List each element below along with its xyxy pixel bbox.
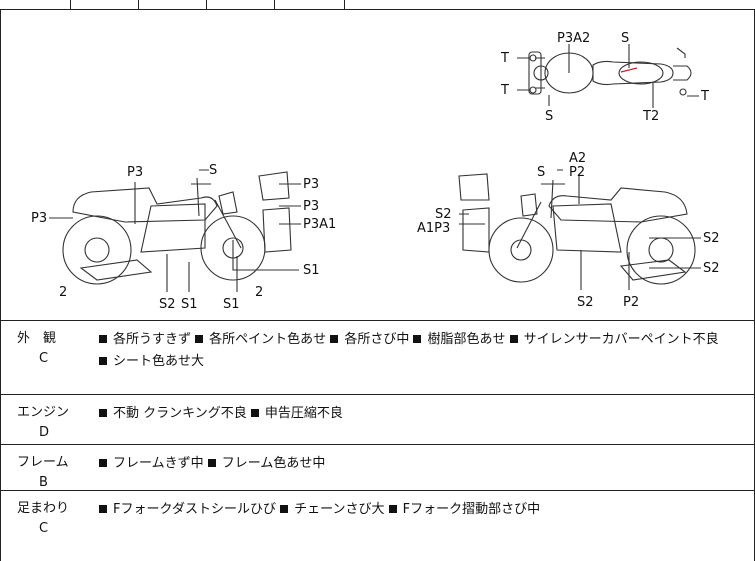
left-label-p3-mid: P3 — [127, 165, 143, 180]
top-label-t2: T2 — [642, 109, 659, 124]
left-label-s1-a: S1 — [181, 297, 198, 312]
condition-items: 各所うすきず 各所ペイント色あせ 各所さび中 樹脂部色あせ サイレンサーカバーペ… — [99, 329, 749, 373]
motorcycle-top-view — [517, 44, 699, 108]
bullet-square-icon — [250, 409, 259, 417]
left-label-s1-right: S1 — [303, 263, 320, 278]
right-label-a1p3: A1P3 — [417, 221, 450, 236]
condition-item: サイレンサーカバーペイント不良 — [523, 332, 719, 347]
top-label-s: S — [621, 31, 629, 46]
condition-item: 各所ペイント色あせ — [209, 332, 327, 347]
bullet-square-icon — [330, 335, 339, 343]
right-label-p2-top: P2 — [569, 165, 585, 180]
motorcycle-diagram-svg: P3A2 S T T S T2 T P3 S P3 P3 P3 P3A1 S1 … — [31, 31, 720, 312]
bullet-square-icon — [99, 335, 107, 343]
category-label: 足まわり — [17, 501, 70, 516]
bullet-square-icon — [280, 505, 289, 513]
bullet-square-icon — [195, 335, 204, 343]
condition-item: 不動 クランキング不良 — [113, 406, 247, 421]
condition-item: 樹脂部色あせ — [427, 332, 506, 347]
right-label-s2-lower: S2 — [703, 261, 720, 276]
bullet-square-icon — [388, 505, 397, 513]
category-cell: フレーム B — [17, 453, 87, 493]
condition-item: 申告圧縮不良 — [264, 406, 343, 421]
bullet-square-icon — [99, 505, 107, 513]
previous-table-edge — [0, 0, 755, 10]
top-label-p3a2: P3A2 — [557, 31, 590, 46]
condition-items: フレームきず中 フレーム色あせ中 — [99, 453, 749, 475]
left-label-p3-left: P3 — [31, 211, 47, 226]
category-grade: C — [39, 521, 49, 536]
left-label-2-left: 2 — [59, 285, 67, 300]
row-exterior: 外 観 C 各所うすきず 各所ペイント色あせ 各所さび中 樹脂部色あせ サイレン… — [0, 321, 755, 395]
category-grade: C — [39, 351, 49, 366]
row-engine: エンジン D 不動 クランキング不良 申告圧縮不良 — [0, 395, 755, 445]
row-suspension: 足まわり C Fフォークダストシールひび チェーンさび大 Fフォーク摺動部さび中 — [0, 491, 755, 561]
condition-item: フレームきず中 — [113, 456, 204, 471]
motorcycle-right-side-view — [458, 173, 696, 285]
category-label: フレーム — [17, 455, 69, 470]
category-label: 外 観 — [17, 331, 57, 346]
bullet-square-icon — [413, 335, 422, 343]
damage-diagram: P3A2 S T T S T2 T P3 S P3 P3 P3 P3A1 S1 … — [0, 10, 755, 321]
condition-item: 各所うすきず — [113, 332, 192, 347]
condition-item: Fフォーク摺動部さび中 — [402, 502, 541, 517]
bullet-square-icon — [99, 459, 107, 467]
condition-items: 不動 クランキング不良 申告圧縮不良 — [99, 403, 749, 425]
right-label-s: S — [537, 165, 545, 180]
category-cell: エンジン D — [17, 403, 87, 443]
right-label-p2-bottom: P2 — [623, 295, 639, 310]
right-label-s2-bottom: S2 — [577, 295, 594, 310]
condition-item: Fフォークダストシールひび — [113, 502, 276, 517]
condition-item: フレーム色あせ中 — [221, 456, 326, 471]
top-label-t-lower: T — [500, 83, 509, 98]
category-grade: D — [39, 425, 50, 440]
bullet-square-icon — [509, 335, 518, 343]
category-cell: 外 観 C — [17, 329, 87, 369]
bullet-square-icon — [99, 409, 107, 417]
diagram-labels: P3A2 S T T S T2 T P3 S P3 P3 P3 P3A1 S1 … — [31, 31, 720, 312]
top-label-s-bottom: S — [545, 109, 553, 124]
right-label-s2-left: S2 — [435, 207, 452, 222]
left-label-2-right: 2 — [255, 285, 263, 300]
left-label-p3-top: P3 — [303, 177, 319, 192]
right-label-a2: A2 — [569, 151, 586, 166]
category-cell: 足まわり C — [17, 499, 87, 539]
right-label-s2-upper: S2 — [703, 231, 720, 246]
left-label-p3a1: P3A1 — [303, 217, 336, 232]
condition-item: 各所さび中 — [344, 332, 410, 347]
left-label-s1-b: S1 — [223, 297, 240, 312]
bullet-square-icon — [207, 459, 216, 467]
bullet-square-icon — [99, 357, 107, 365]
row-frame: フレーム B フレームきず中 フレーム色あせ中 — [0, 445, 755, 491]
condition-item: シート色あせ大 — [113, 354, 205, 369]
condition-items: Fフォークダストシールひび チェーンさび大 Fフォーク摺動部さび中 — [99, 499, 749, 521]
motorcycle-left-side-view — [62, 171, 292, 285]
category-grade: B — [39, 475, 48, 490]
category-label: エンジン — [17, 405, 70, 420]
left-label-s2: S2 — [159, 297, 176, 312]
condition-item: チェーンさび大 — [294, 502, 385, 517]
left-label-p3-mid2: P3 — [303, 199, 319, 214]
top-label-t-upper: T — [500, 51, 509, 66]
top-label-t-right: T — [700, 89, 709, 104]
left-label-s: S — [209, 163, 217, 178]
condition-table: 外 観 C 各所うすきず 各所ペイント色あせ 各所さび中 樹脂部色あせ サイレン… — [0, 321, 755, 561]
